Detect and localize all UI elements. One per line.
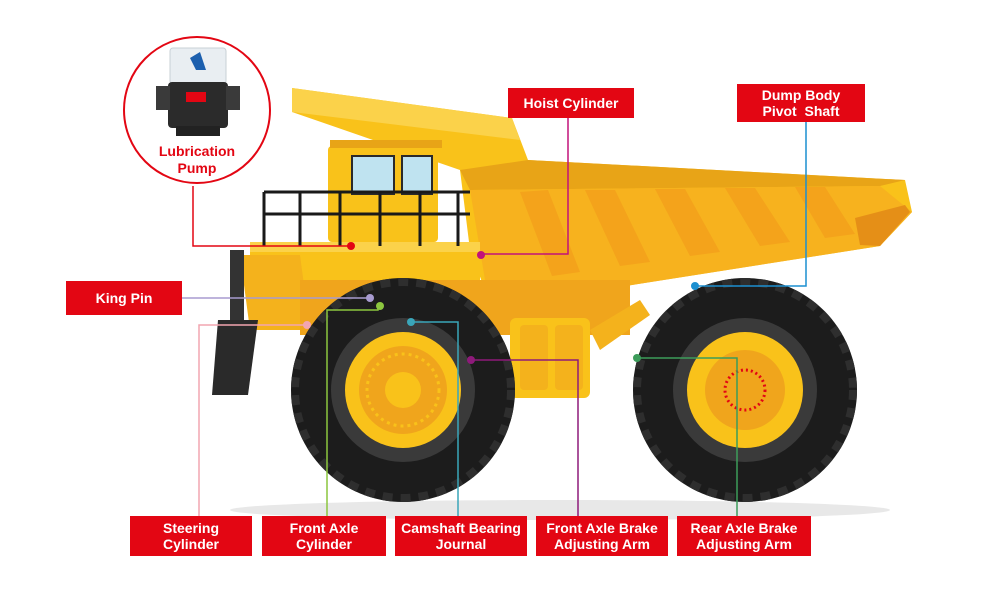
dump-body-pivot-shaft-label-line1: Dump Body: [761, 87, 841, 103]
rear-axle-brake-adjusting-arm-label-line1: Rear Axle Brake: [690, 520, 798, 536]
dot-front-axle-cylinder: [376, 302, 384, 310]
front-wheel: [291, 278, 515, 502]
leader-line-hoist-cylinder: [482, 118, 569, 255]
leader-line-lubrication-pump: [192, 186, 350, 247]
dump-body-pivot-shaft-label-line2: Pivot Shaft: [762, 103, 840, 119]
front-axle-brake-adjusting-arm-label-line2: Adjusting Arm: [554, 536, 650, 552]
dot-king-pin: [366, 294, 374, 302]
dot-dump-body-pivot-shaft: [691, 282, 699, 290]
front-axle-brake-adjusting-arm-label: Front Axle Brake Adjusting Arm: [536, 516, 668, 556]
front-axle-cylinder-label-line1: Front Axle: [289, 520, 359, 536]
king-pin-label: King Pin: [66, 281, 182, 315]
camshaft-bearing-journal-label-line1: Camshaft Bearing: [401, 520, 521, 536]
truck-cab: [262, 140, 470, 246]
front-axle-brake-adjusting-arm-label-line1: Front Axle Brake: [546, 520, 658, 536]
dump-body: [292, 88, 912, 298]
lubrication-pump-label-line1: Lubrication: [158, 143, 236, 159]
dot-lubrication-pump: [347, 242, 355, 250]
dot-front-axle-brake: [467, 356, 475, 364]
leader-line-rear-axle-brake: [638, 357, 738, 516]
lubrication-pump-icon: [123, 36, 271, 184]
rear-wheel: [633, 278, 857, 502]
hoist-cylinder-label-text: Hoist Cylinder: [523, 95, 619, 111]
steering-cylinder-label: Steering Cylinder: [130, 516, 252, 556]
rear-axle-brake-adjusting-arm-label-line2: Adjusting Arm: [696, 536, 792, 552]
king-pin-label-text: King Pin: [95, 290, 153, 306]
steering-cylinder-label-line2: Cylinder: [162, 536, 219, 552]
leader-line-front-axle-brake: [472, 359, 579, 516]
hoist-cylinder-label: Hoist Cylinder: [508, 88, 634, 118]
camshaft-bearing-journal-label-line2: Journal: [435, 536, 487, 552]
lubrication-pump-label: Lubrication Pump: [137, 143, 257, 177]
front-axle-cylinder-label: Front Axle Cylinder: [262, 516, 386, 556]
dot-rear-axle-brake: [633, 354, 641, 362]
leader-line-dump-body-pivot-shaft: [696, 122, 807, 287]
rear-axle-brake-adjusting-arm-label: Rear Axle Brake Adjusting Arm: [677, 516, 811, 556]
leader-line-camshaft-bearing-journal: [412, 321, 459, 516]
lubrication-pump-label-line2: Pump: [177, 160, 217, 176]
dot-hoist-cylinder: [477, 251, 485, 259]
dot-camshaft-bearing-journal: [407, 318, 415, 326]
steering-cylinder-label-line1: Steering: [162, 520, 219, 536]
front-axle-cylinder-label-line2: Cylinder: [295, 536, 352, 552]
leader-line-steering-cylinder: [198, 324, 306, 516]
camshaft-bearing-journal-label: Camshaft Bearing Journal: [395, 516, 527, 556]
dump-body-pivot-shaft-label: Dump Body Pivot Shaft: [737, 84, 865, 122]
dot-steering-cylinder: [303, 321, 311, 329]
